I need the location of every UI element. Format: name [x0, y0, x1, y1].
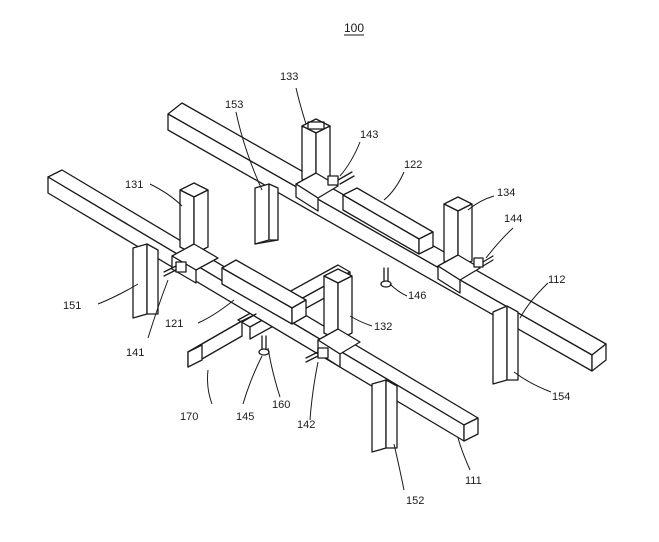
post-134 — [443, 196, 473, 269]
label-160: 160 — [272, 399, 290, 411]
leader-lines — [97, 87, 552, 491]
figure-number: 100 — [344, 21, 364, 35]
label-132: 132 — [374, 321, 392, 333]
post-132 — [323, 268, 353, 341]
label-134: 134 — [497, 187, 515, 199]
beam-121 — [221, 259, 307, 325]
post-133 — [301, 118, 331, 187]
beam-122 — [342, 187, 434, 255]
connector-132 — [317, 328, 361, 368]
leg-152 — [371, 379, 398, 453]
connector-134 — [437, 254, 481, 294]
member-170 — [187, 313, 257, 368]
label-141: 141 — [126, 347, 144, 359]
label-151: 151 — [63, 300, 81, 312]
label-145: 145 — [236, 411, 254, 423]
bolt-145 — [258, 335, 270, 356]
connector-133 — [295, 172, 339, 212]
label-144: 144 — [504, 213, 522, 225]
bolt-141 — [163, 261, 187, 277]
bolt-142 — [305, 347, 329, 363]
label-121: 121 — [165, 318, 183, 330]
bolt-146 — [380, 267, 392, 288]
label-111: 111 — [465, 475, 482, 487]
label-143: 143 — [360, 129, 378, 141]
leg-154 — [492, 305, 519, 385]
label-154: 154 — [552, 391, 570, 403]
label-122: 122 — [404, 159, 422, 171]
label-142: 142 — [297, 419, 315, 431]
bolt-143 — [327, 171, 355, 186]
label-146: 146 — [408, 290, 426, 302]
label-153: 153 — [225, 99, 243, 111]
post-131 — [179, 182, 209, 255]
label-112: 112 — [548, 274, 566, 286]
leg-151 — [132, 243, 159, 319]
bolt-144 — [473, 255, 494, 268]
label-133: 133 — [280, 71, 298, 83]
label-152: 152 — [406, 495, 424, 507]
leg-153 — [254, 183, 279, 245]
label-131: 131 — [125, 179, 143, 191]
label-170: 170 — [180, 411, 198, 423]
